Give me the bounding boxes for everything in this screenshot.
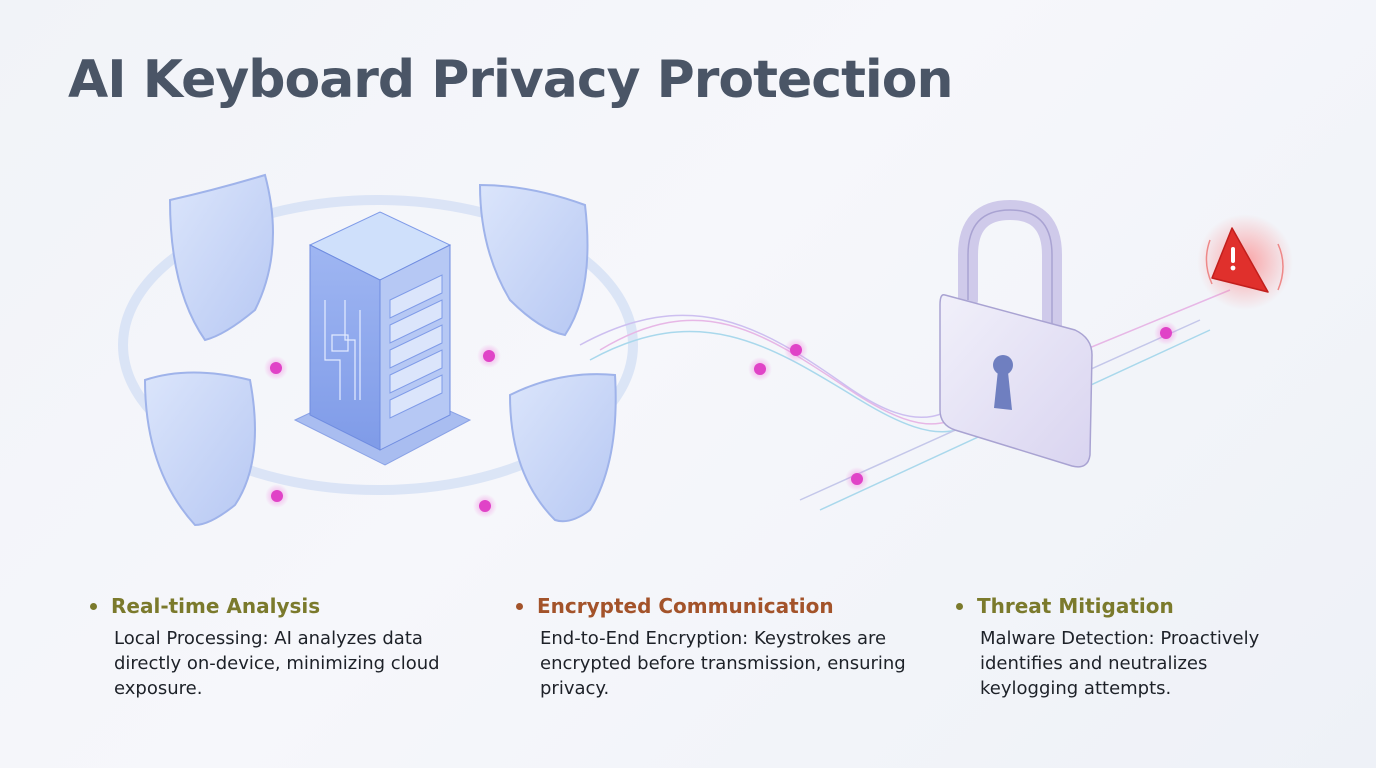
privacy-illustration xyxy=(118,173,1293,527)
warning-alert-icon xyxy=(1197,214,1293,310)
feature-description: Malware Detection: Proactively identifie… xyxy=(980,628,1260,699)
feature-heading: Encrypted Communication xyxy=(537,594,834,618)
padlock-icon xyxy=(939,199,1093,468)
shield-icon xyxy=(143,173,617,527)
bullet-icon xyxy=(956,602,963,610)
server-icon xyxy=(308,211,452,451)
feature-encrypted-communication: Encrypted Communication End-to-End Encry… xyxy=(506,594,936,701)
data-streams xyxy=(579,289,1231,511)
orbit-ring xyxy=(118,195,638,495)
feature-description: Local Processing: AI analyzes data direc… xyxy=(114,628,440,699)
feature-description: End-to-End Encryption: Keystrokes are en… xyxy=(540,628,906,699)
bullet-icon xyxy=(90,602,97,610)
feature-heading: Real-time Analysis xyxy=(111,594,321,618)
page-title: AI Keyboard Privacy Protection xyxy=(68,50,953,110)
bullet-icon xyxy=(516,602,523,610)
feature-heading: Threat Mitigation xyxy=(977,594,1174,618)
data-node-icon xyxy=(264,321,1178,518)
feature-real-time-analysis: Real-time Analysis Local Processing: AI … xyxy=(80,594,440,701)
feature-threat-mitigation: Threat Mitigation Malware Detection: Pro… xyxy=(946,594,1286,701)
keyhole-icon xyxy=(993,355,1013,410)
